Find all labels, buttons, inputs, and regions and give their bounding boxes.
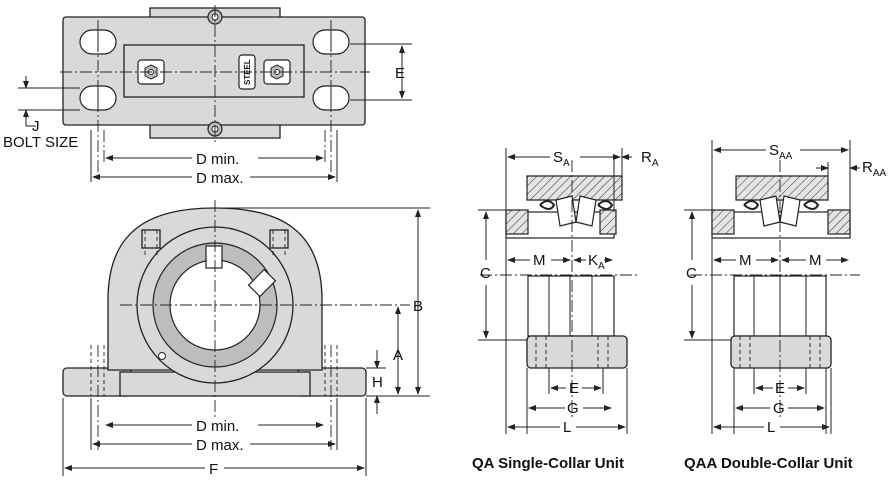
roller-icon bbox=[555, 195, 577, 227]
qaa-e-label: E bbox=[775, 380, 785, 397]
qaa-r-label: RAA bbox=[862, 159, 887, 179]
qa-k-label: KA bbox=[588, 252, 605, 272]
seal-icon bbox=[597, 200, 614, 210]
roller-icon bbox=[779, 195, 801, 227]
dim-f-label: F bbox=[209, 461, 218, 478]
qaa-caption: QAA Double-Collar Unit bbox=[684, 455, 853, 472]
front-d-max-label: D max. bbox=[196, 437, 244, 454]
roller-icon bbox=[759, 195, 781, 227]
lube-boss bbox=[141, 229, 161, 249]
qa-r-label: RA bbox=[641, 149, 659, 169]
qa-e-label: E bbox=[569, 380, 579, 397]
qa-collar bbox=[526, 175, 623, 201]
qa-housing bbox=[527, 275, 615, 337]
dim-b-label: B bbox=[413, 298, 423, 315]
qaa-unit-view: SAA RAA C M M E G L QAA Double-Co bbox=[684, 140, 887, 472]
qa-g-label: G bbox=[567, 400, 579, 417]
front-d-min-label: D min. bbox=[196, 418, 239, 435]
qaa-collar bbox=[735, 175, 829, 201]
qaa-m-label: M bbox=[739, 252, 752, 269]
dim-a-label: A bbox=[393, 347, 403, 364]
qa-foot bbox=[526, 335, 628, 369]
qaa-c-label: C bbox=[686, 265, 697, 282]
front-view: B A H D min. D max. F bbox=[62, 200, 430, 478]
qa-c-label: C bbox=[480, 265, 491, 282]
dim-j-label: J bbox=[32, 118, 40, 135]
seal-icon bbox=[539, 200, 556, 210]
qaa-s-label: SAA bbox=[769, 142, 793, 162]
qaa-inner-right bbox=[827, 209, 851, 235]
seal-icon bbox=[803, 200, 820, 210]
qaa-foot bbox=[730, 335, 832, 369]
dim-h-label: H bbox=[372, 374, 383, 391]
set-screw-icon bbox=[205, 245, 223, 269]
qaa-m-label: M bbox=[809, 252, 822, 269]
qaa-inner-left bbox=[711, 209, 735, 235]
qa-unit-view: SA RA C M KA E G L QA Single-Collar Unit bbox=[472, 148, 659, 472]
qa-inner-left bbox=[505, 209, 529, 235]
qaa-g-label: G bbox=[773, 400, 785, 417]
qa-l-label: L bbox=[563, 419, 571, 436]
qa-caption: QA Single-Collar Unit bbox=[472, 455, 624, 472]
grease-hole-icon bbox=[158, 352, 166, 360]
seal-icon bbox=[743, 200, 760, 210]
roller-icon bbox=[575, 195, 597, 227]
top-view: STEEL E J BOLT SIZE D min. D max. bbox=[3, 5, 412, 187]
bolt-size-label: BOLT SIZE bbox=[3, 134, 78, 151]
top-d-max-label: D max. bbox=[196, 170, 244, 187]
qa-m-label: M bbox=[533, 252, 546, 269]
dim-e-label: E bbox=[395, 65, 405, 82]
qa-inner-right bbox=[599, 209, 617, 235]
set-screw-icon bbox=[247, 268, 277, 298]
lube-boss bbox=[269, 229, 289, 249]
top-d-min-label: D min. bbox=[196, 151, 239, 168]
qa-s-label: SA bbox=[553, 149, 570, 169]
qaa-l-label: L bbox=[767, 419, 775, 436]
